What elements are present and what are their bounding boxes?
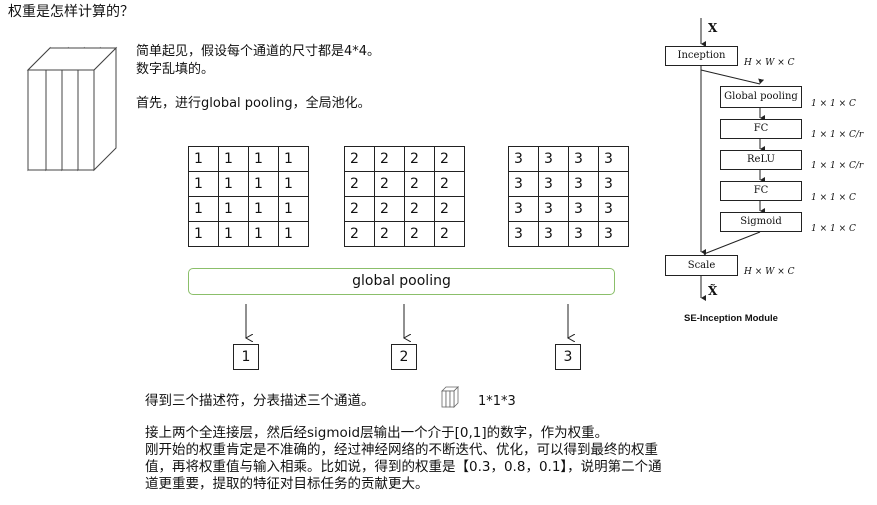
intro-line-2: 数字乱填的。	[136, 62, 215, 77]
se-output-label: X̃	[708, 284, 718, 298]
grid-cell: 3	[568, 171, 599, 197]
small-channels-icon	[441, 386, 459, 408]
grid-cell: 2	[404, 221, 435, 247]
grid-cell: 1	[248, 146, 279, 172]
grid-cell: 1	[218, 146, 249, 172]
se-dim-inception: H × W × C	[744, 58, 795, 68]
intro-line-1: 简单起见，假设每个通道的尺寸都是4*4。	[136, 44, 381, 59]
grid-cell: 2	[434, 146, 465, 172]
grid-cell: 1	[188, 221, 219, 247]
grid-cell: 3	[598, 196, 629, 222]
grid-cell: 1	[188, 196, 219, 222]
se-dim-sigmoid: 1 × 1 × C	[811, 224, 856, 234]
se-block-inception: Inception	[665, 46, 738, 66]
grid-cell: 2	[404, 196, 435, 222]
se-block-fc-1: FC	[720, 119, 802, 139]
grid-cell: 2	[404, 171, 435, 197]
grid-cell: 1	[278, 171, 309, 197]
se-module-connectors	[700, 18, 765, 301]
grid-cell: 3	[568, 196, 599, 222]
se-block-fc-2: FC	[720, 181, 802, 201]
grid-cell: 2	[344, 196, 375, 222]
grid-cell: 3	[508, 146, 539, 172]
grid-cell: 3	[508, 171, 539, 197]
se-dim-fc-2: 1 × 1 × C	[811, 193, 856, 203]
grid-cell: 2	[344, 146, 375, 172]
grid-cell: 1	[278, 196, 309, 222]
grid-cell: 1	[278, 146, 309, 172]
grid-cell: 2	[374, 221, 405, 247]
explanation-line-1: 接上两个全连接层，然后经sigmoid层输出一个介于[0,1]的数字，作为权重。	[145, 425, 609, 441]
page-title: 权重是怎样计算的？	[8, 4, 134, 20]
grid-cell: 2	[374, 171, 405, 197]
grid-cell: 3	[598, 221, 629, 247]
intro-line-3: 首先，进行global pooling，全局池化。	[136, 96, 371, 111]
grid-cell: 3	[508, 221, 539, 247]
grid-cell: 2	[434, 196, 465, 222]
grid-cell: 3	[568, 221, 599, 247]
grid-cell: 2	[374, 196, 405, 222]
se-module-caption: SE-Inception Module	[684, 313, 778, 324]
grid-cell: 1	[248, 171, 279, 197]
grid-cell: 3	[508, 196, 539, 222]
descriptor-dims: 1*1*3	[478, 394, 516, 409]
grid-cell: 2	[434, 221, 465, 247]
se-block-relu: ReLU	[720, 150, 802, 170]
grid-cell: 1	[218, 196, 249, 222]
se-block-sigmoid: Sigmoid	[720, 212, 802, 232]
explanation-line-3: 值，再将权重值与输入相乘。比如说，得到的权重是【0.3，0.8，0.1】，说明第…	[145, 459, 662, 475]
grid-cell: 1	[188, 146, 219, 172]
explanation-line-2: 刚开始的权重肯定是不准确的，经过神经网络的不断迭代、优化，可以得到最终的权重	[145, 442, 658, 458]
grid-cell: 1	[278, 221, 309, 247]
se-dim-relu: 1 × 1 × C/r	[811, 161, 864, 171]
grid-cell: 1	[248, 221, 279, 247]
se-input-label: X	[708, 21, 718, 35]
se-block-scale: Scale	[665, 255, 738, 276]
se-block-global-pooling: Global pooling	[720, 86, 802, 108]
global-pooling-box: global pooling	[188, 268, 615, 295]
grid-cell: 2	[404, 146, 435, 172]
grid-cell: 3	[598, 146, 629, 172]
descriptor-box-2: 2	[391, 344, 417, 370]
se-dim-fc-1: 1 × 1 × C/r	[811, 130, 864, 140]
descriptor-text: 得到三个描述符，分表描述三个通道。	[145, 393, 375, 409]
grid-cell: 1	[218, 221, 249, 247]
descriptor-box-3: 3	[555, 344, 581, 370]
grid-cell: 1	[248, 196, 279, 222]
grid-cell: 3	[598, 171, 629, 197]
grid-cell: 2	[434, 171, 465, 197]
descriptor-box-1: 1	[233, 344, 259, 370]
grid-cell: 3	[538, 221, 569, 247]
se-dim-global-pooling: 1 × 1 × C	[811, 99, 856, 109]
explanation-line-4: 道更重要，提取的特征对目标任务的贡献更大。	[145, 476, 429, 492]
grid-cell: 1	[218, 171, 249, 197]
grid-cell: 3	[538, 171, 569, 197]
stacked-channels-icon	[26, 46, 118, 172]
grid-cell: 3	[538, 196, 569, 222]
grid-cell: 2	[374, 146, 405, 172]
grid-cell: 2	[344, 221, 375, 247]
grid-cell: 2	[344, 171, 375, 197]
se-dim-scale: H × W × C	[744, 267, 795, 277]
grid-cell: 3	[538, 146, 569, 172]
grid-cell: 1	[188, 171, 219, 197]
grid-cell: 3	[568, 146, 599, 172]
